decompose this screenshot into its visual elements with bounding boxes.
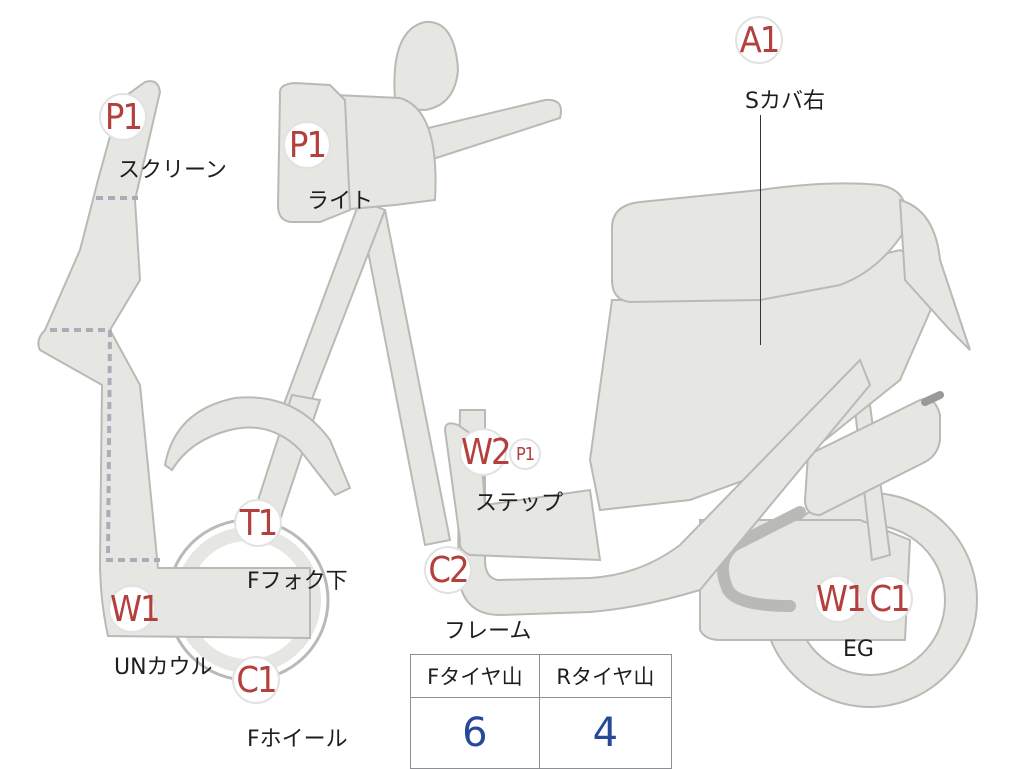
part-code-badge: W1 xyxy=(814,575,867,623)
part-code-badge: P1 xyxy=(99,93,147,141)
part-label: ライト xyxy=(307,189,374,214)
headset-cover xyxy=(333,93,437,212)
tire-tread-table: Fタイヤ山 Rタイヤ山 6 4 xyxy=(410,654,673,769)
leader-line xyxy=(760,115,761,345)
front-tire-value: 6 xyxy=(410,697,540,769)
main-frame-tube xyxy=(456,358,872,617)
handlebar xyxy=(418,98,562,162)
part-label: EG xyxy=(843,637,874,662)
part-code-badge: P1 xyxy=(283,121,331,169)
part-code-badge: W2 xyxy=(459,428,512,476)
part-label: スクリーン xyxy=(118,158,227,183)
part-label: UNカウル xyxy=(114,655,213,680)
part-subcode-badge: P1 xyxy=(509,438,541,470)
mirror xyxy=(393,20,460,112)
part-label: ステップ xyxy=(475,491,564,516)
part-label: Sカバ右 xyxy=(745,89,825,114)
front-tire-header: Fタイヤ山 xyxy=(410,654,540,698)
part-code-badge: A1 xyxy=(735,16,783,64)
part-code-badge: W1 xyxy=(108,585,161,633)
part-code-badge: C2 xyxy=(424,546,472,594)
front-fender xyxy=(163,396,352,497)
part-code-badge: C1 xyxy=(865,575,913,623)
part-label: フレーム xyxy=(444,619,532,644)
rear-tire-value: 4 xyxy=(538,697,673,769)
seat-tail xyxy=(898,198,971,351)
floor-step xyxy=(443,422,602,562)
rear-tire-header: Rタイヤ山 xyxy=(538,654,673,698)
part-code-badge: T1 xyxy=(234,499,282,547)
part-label: Fフォク下 xyxy=(247,569,348,594)
down-tube xyxy=(358,209,452,547)
leg-shield xyxy=(37,80,311,640)
seam-middle xyxy=(50,328,160,562)
rear-axle-bolt xyxy=(921,391,944,406)
part-label: Fホイール xyxy=(247,727,348,752)
part-code-badge: C1 xyxy=(232,656,280,704)
seat xyxy=(611,182,906,304)
